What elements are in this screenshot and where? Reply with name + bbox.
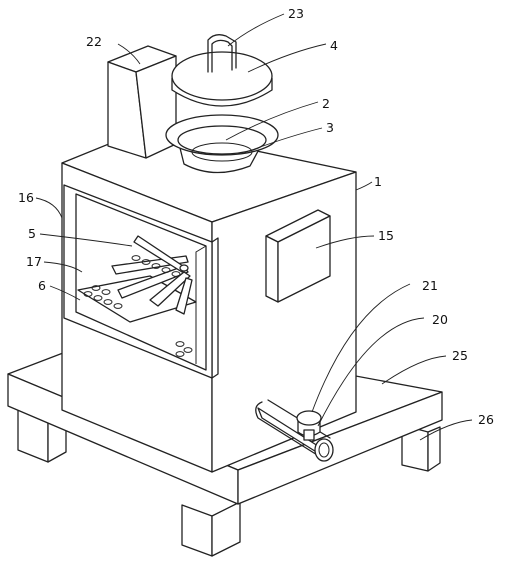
lid [171,34,273,107]
label-21: 21 [422,278,438,293]
label-15: 15 [378,228,394,243]
blade-3 [149,271,191,307]
pipe-outlet [314,438,334,462]
label-1: 1 [374,174,382,189]
reference-numerals: 23 4 22 2 3 1 16 5 15 17 6 21 20 25 26 [18,6,494,427]
hopper-ring [177,125,267,155]
motor-box [107,45,177,159]
label-22: 22 [86,34,102,49]
blade-5 [133,235,187,273]
label-26: 26 [478,412,494,427]
blade-2 [117,265,189,299]
label-17: 17 [26,254,42,269]
label-4: 4 [330,38,338,53]
label-6: 6 [38,278,46,293]
lid-top [171,51,273,101]
discharge-pipe [255,399,334,462]
label-23: 23 [288,6,304,21]
leader-lines [35,13,473,441]
label-2: 2 [322,96,330,111]
label-25: 25 [452,348,468,363]
lid-handle [207,34,237,73]
valve-knob [296,410,322,426]
control-panel [265,209,331,303]
feed-hopper [165,114,279,174]
label-5: 5 [28,226,36,241]
blade-4 [175,277,193,315]
crushing-assembly [77,235,197,357]
base-slab-right-side [237,391,443,505]
screen-holes [83,255,193,357]
label-20: 20 [432,312,448,327]
label-16: 16 [18,190,34,205]
base-leg-front [181,504,213,557]
label-3: 3 [326,120,334,135]
